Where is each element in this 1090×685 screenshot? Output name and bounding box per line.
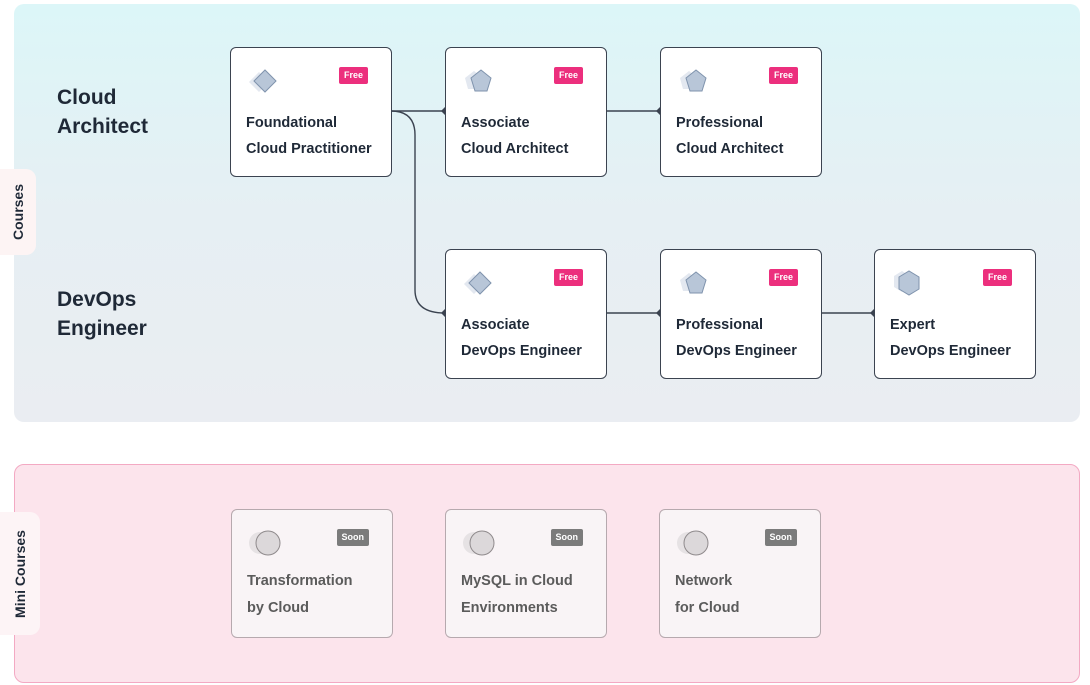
course-card-expert-devops-engineer[interactable]: Free Expert DevOps Engineer [874, 249, 1036, 379]
free-badge: Free [338, 67, 368, 84]
course-card-professional-devops-engineer[interactable]: Free Professional DevOps Engineer [660, 249, 822, 379]
course-card-associate-devops-engineer[interactable]: Free Associate DevOps Engineer [445, 249, 607, 379]
free-badge: Free [553, 67, 583, 84]
course-title: Foundational Cloud Practitioner [246, 115, 372, 157]
soon-badge: Soon [336, 529, 369, 546]
course-card-associate-cloud-architect[interactable]: Free Associate Cloud Architect [445, 47, 607, 177]
mini-course-title: Network for Cloud [675, 573, 740, 616]
course-title: Associate Cloud Architect [461, 115, 569, 157]
pentagon-icon [465, 69, 492, 92]
soon-badge: Soon [764, 529, 797, 546]
track-title-devops-engineer: DevOps Engineer [57, 288, 147, 340]
course-title: Expert DevOps Engineer [890, 317, 1011, 359]
pentagon-icon [680, 69, 707, 92]
pentagon-icon [680, 271, 707, 294]
free-badge: Free [982, 269, 1012, 286]
course-title: Associate DevOps Engineer [461, 317, 582, 359]
course-card-foundational-cloud-practitioner[interactable]: Free Foundational Cloud Practitioner [230, 47, 392, 177]
track-title-cloud-architect: Cloud Architect [57, 86, 149, 138]
circle-icon [677, 530, 709, 556]
mini-course-card-network-for-cloud[interactable]: Soon Network for Cloud [659, 509, 821, 638]
mini-course-card-transformation-by-cloud[interactable]: Soon Transformation by Cloud [231, 509, 393, 638]
mini-course-title: MySQL in Cloud Environments [461, 573, 573, 616]
course-title: Professional DevOps Engineer [676, 317, 797, 359]
courses-tab[interactable]: Courses [0, 169, 36, 255]
free-badge: Free [768, 269, 798, 286]
course-title: Professional Cloud Architect [676, 115, 784, 157]
mini-course-title: Transformation by Cloud [247, 573, 353, 616]
course-card-professional-cloud-architect[interactable]: Free Professional Cloud Architect [660, 47, 822, 177]
circle-icon [249, 530, 281, 556]
courses-tab-label: Courses [10, 183, 26, 241]
free-badge: Free [553, 269, 583, 286]
mini-courses-tab[interactable]: Mini Courses [0, 512, 40, 635]
hexagon-icon [894, 270, 920, 296]
mini-course-card-mysql-in-cloud[interactable]: Soon MySQL in Cloud Environments [445, 509, 607, 638]
free-badge: Free [768, 67, 798, 84]
diamond-icon [464, 271, 492, 295]
mini-courses-tab-label: Mini Courses [12, 529, 28, 618]
soon-badge: Soon [550, 529, 583, 546]
diamond-icon [249, 69, 277, 93]
circle-icon [463, 530, 495, 556]
